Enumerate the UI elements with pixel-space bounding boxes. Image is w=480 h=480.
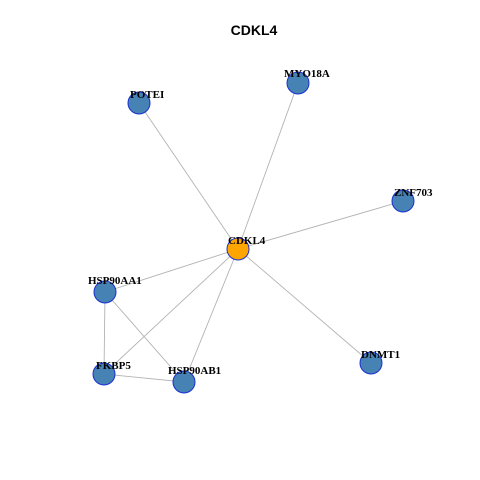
node-label-hsp90aa1: HSP90AA1: [88, 275, 142, 287]
node-label-myo18a: MYO18A: [284, 68, 330, 80]
node-myo18a[interactable]: [286, 71, 310, 95]
edge-cdkl4-hsp90aa1: [104, 248, 239, 293]
node-label-cdkl4: CDKL4: [228, 235, 266, 247]
edge-hsp90aa1-hsp90ab1: [104, 291, 185, 383]
node-znf703[interactable]: [391, 189, 415, 213]
edge-cdkl4-myo18a: [237, 82, 299, 250]
node-hsp90aa1[interactable]: [93, 280, 117, 304]
diagram-title: CDKL4: [231, 22, 278, 38]
node-label-fkbp5: FKBP5: [96, 360, 131, 372]
edge-fkbp5-hsp90ab1: [103, 373, 185, 383]
node-label-hsp90ab1: HSP90AB1: [168, 365, 221, 377]
node-fkbp5[interactable]: [92, 362, 116, 386]
node-cdkl4[interactable]: [226, 237, 250, 261]
node-hsp90ab1[interactable]: [172, 370, 196, 394]
node-dnmt1[interactable]: [359, 351, 383, 375]
node-label-potei: POTEI: [130, 89, 164, 101]
node-label-znf703: ZNF703: [394, 187, 433, 199]
node-layer: [92, 71, 415, 394]
edge-cdkl4-dnmt1: [237, 248, 372, 364]
edge-hsp90aa1-fkbp5: [103, 291, 106, 375]
node-potei[interactable]: [127, 91, 151, 115]
edge-cdkl4-fkbp5: [103, 248, 239, 375]
edge-layer: [103, 82, 404, 383]
node-label-dnmt1: DNMT1: [361, 349, 400, 361]
edge-cdkl4-potei: [138, 102, 239, 250]
edge-cdkl4-hsp90ab1: [183, 248, 239, 383]
edge-cdkl4-znf703: [237, 200, 404, 250]
